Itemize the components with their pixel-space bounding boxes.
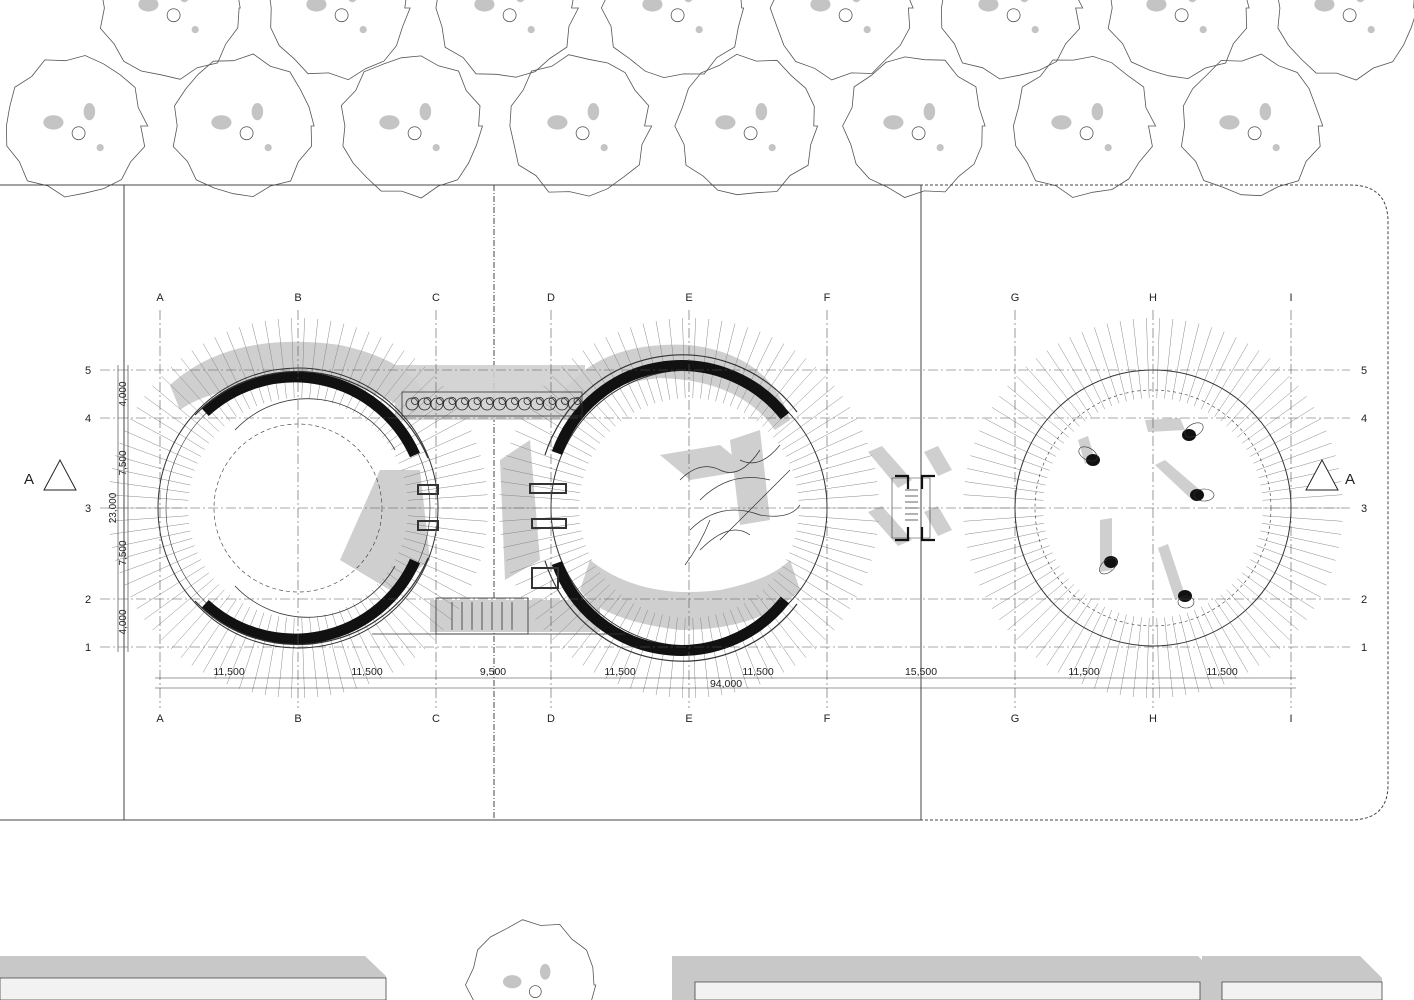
connector-block xyxy=(372,391,935,635)
dimension-lines xyxy=(117,365,1296,689)
hedge-planting xyxy=(405,397,582,411)
tree-icon xyxy=(1180,53,1324,197)
tree-icon xyxy=(465,919,597,1000)
grid-row-labels-left: 5 4 3 2 1 xyxy=(85,365,91,654)
shadow-areas xyxy=(170,341,1200,632)
tree-canopy-bottom xyxy=(465,919,597,1000)
grid-label: 2 xyxy=(1361,594,1367,606)
tree-icon xyxy=(1107,0,1250,80)
grid-label: E xyxy=(685,713,692,725)
tree-icon xyxy=(509,54,653,197)
tree-icon xyxy=(172,53,315,198)
tree-icon xyxy=(269,0,411,81)
grid-row-labels-right: 5 4 3 2 1 xyxy=(1361,365,1367,654)
dimension-label: 23,000 xyxy=(108,492,119,523)
horizontal-dimension-labels: 11,500 11,500 9,500 11,500 11,500 15,500… xyxy=(213,666,1237,690)
dimension-label: 9,500 xyxy=(480,666,506,678)
grid-label: 3 xyxy=(1361,503,1367,515)
grid-label: C xyxy=(432,292,440,304)
dimension-label: 11,500 xyxy=(742,666,773,678)
dimension-label: 11,500 xyxy=(351,666,382,678)
tree-icon xyxy=(600,0,745,79)
dimension-label: 11,500 xyxy=(213,666,244,678)
grid-label: A xyxy=(156,713,164,725)
tree-icon xyxy=(674,53,819,196)
structural-grid xyxy=(100,310,1350,708)
building-middle-ring xyxy=(529,354,828,662)
site-boundary xyxy=(0,184,1389,821)
grid-column-labels-bottom: A B C D E F G H I xyxy=(156,713,1292,725)
overall-dimension-label: 94,000 xyxy=(710,678,742,690)
grid-label: H xyxy=(1149,292,1157,304)
grid-label: 4 xyxy=(1361,413,1367,425)
grid-label: B xyxy=(294,713,301,725)
grid-label: D xyxy=(547,713,555,725)
vertical-dimension-labels: 4,000 7,500 23,000 7,500 4,000 xyxy=(108,381,129,634)
grid-label: 3 xyxy=(85,503,91,515)
grid-label: I xyxy=(1289,713,1292,725)
dimension-label: 11,500 xyxy=(604,666,635,678)
grid-label: A xyxy=(156,292,164,304)
grid-label: D xyxy=(547,292,555,304)
grid-label: G xyxy=(1011,292,1020,304)
grid-label: E xyxy=(685,292,692,304)
grid-column-labels-top: A B C D E F G H I xyxy=(156,292,1292,304)
section-marker-right: A xyxy=(1305,458,1355,491)
section-marker-left: A xyxy=(24,458,77,491)
tree-icon xyxy=(435,0,580,78)
section-label: A xyxy=(1345,471,1355,488)
grid-label: 1 xyxy=(85,642,91,654)
grid-label: H xyxy=(1149,713,1157,725)
tree-icon xyxy=(340,55,484,199)
dimension-label: 11,500 xyxy=(1206,666,1237,678)
tree-icon xyxy=(769,0,914,81)
grid-label: 2 xyxy=(85,594,91,606)
grid-label: 5 xyxy=(85,365,91,377)
tree-canopies xyxy=(5,0,1414,199)
grid-label: B xyxy=(294,292,301,304)
grid-label: C xyxy=(432,713,440,725)
grid-label: 5 xyxy=(1361,365,1367,377)
dimension-label: 11,500 xyxy=(1068,666,1099,678)
dimension-label: 7,500 xyxy=(118,540,129,565)
grid-label: F xyxy=(824,292,831,304)
grid-label: 4 xyxy=(85,413,91,425)
tree-icon xyxy=(842,56,986,198)
dimension-label: 4,000 xyxy=(118,609,129,634)
tree-icon xyxy=(5,55,149,198)
tree-icon xyxy=(940,0,1084,80)
tree-icon xyxy=(1012,55,1157,198)
dimension-label: 15,500 xyxy=(905,666,937,678)
grid-label: I xyxy=(1289,292,1292,304)
grid-label: G xyxy=(1011,713,1020,725)
tree-icon xyxy=(1277,0,1414,81)
section-label: A xyxy=(24,471,34,488)
tree-icon xyxy=(99,0,241,80)
grid-label: F xyxy=(824,713,831,725)
dimension-label: 4,000 xyxy=(118,381,129,406)
neighbouring-buildings xyxy=(0,956,1383,1000)
grid-label: 1 xyxy=(1361,642,1367,654)
dimension-label: 7,500 xyxy=(118,450,129,475)
